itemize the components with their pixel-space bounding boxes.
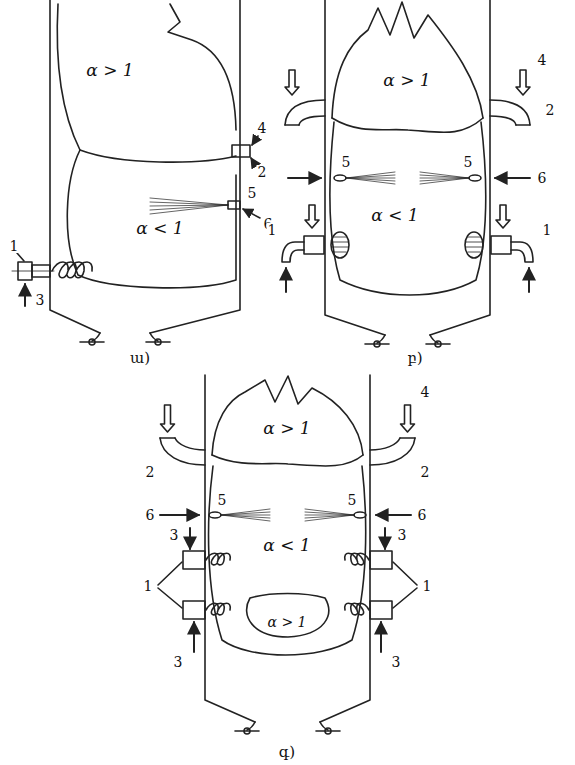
callout-number: 3 xyxy=(397,528,408,542)
callout-number: 1 xyxy=(9,239,20,253)
callout-number: գ) xyxy=(278,745,296,760)
callout-number: բ) xyxy=(406,351,423,366)
zone-label: α > 1 xyxy=(85,62,134,79)
callout-number: 5 xyxy=(463,155,474,169)
callout-number: 3 xyxy=(35,293,46,307)
callout-number: 2 xyxy=(257,165,268,179)
zone-label: α > 1 xyxy=(267,615,308,629)
callout-number: 4 xyxy=(537,53,548,67)
callout-number: 6 xyxy=(145,508,156,522)
callout-number: 5 xyxy=(347,493,358,507)
callout-number: 2 xyxy=(545,103,556,117)
zone-label: α < 1 xyxy=(135,220,184,237)
callout-number: 5 xyxy=(217,493,228,507)
callout-number: 5 xyxy=(247,186,258,200)
callout-number: 4 xyxy=(257,121,268,135)
callout-number: 3 xyxy=(173,655,184,669)
callout-number: 6 xyxy=(417,508,428,522)
zone-label: α < 1 xyxy=(370,207,419,224)
callout-number: 3 xyxy=(391,655,402,669)
callout-number: 1 xyxy=(143,579,154,593)
callout-number: 1 xyxy=(267,223,278,237)
callout-number: 5 xyxy=(341,155,352,169)
callout-number: 1 xyxy=(542,223,553,237)
callout-number: 1 xyxy=(422,579,433,593)
callout-number: 4 xyxy=(420,385,431,399)
callout-number: ա) xyxy=(129,351,151,366)
zone-label: α > 1 xyxy=(262,420,311,437)
zone-label: α < 1 xyxy=(262,537,311,554)
callout-number: 6 xyxy=(537,171,548,185)
zone-label: α > 1 xyxy=(382,72,431,89)
callout-number: 2 xyxy=(420,465,431,479)
callout-number: 2 xyxy=(145,465,156,479)
callout-number: 3 xyxy=(169,528,180,542)
